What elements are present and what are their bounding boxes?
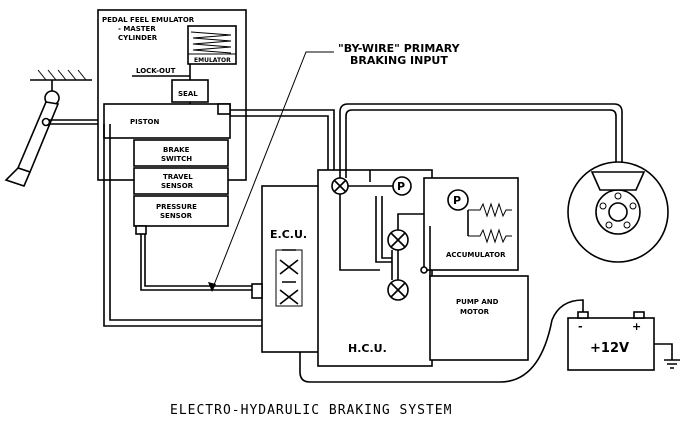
diagram-caption: ELECTRO-HYDARULIC BRAKING SYSTEM xyxy=(170,403,452,418)
accumulator-label: ACCUMULATOR xyxy=(446,251,506,259)
battery: - + +12V xyxy=(567,311,680,371)
piston xyxy=(103,103,231,139)
svg-text:-: - xyxy=(578,320,583,333)
svg-text:PRESSURE: PRESSURE xyxy=(156,203,197,211)
svg-text:SENSOR: SENSOR xyxy=(160,212,193,220)
svg-text:MOTOR: MOTOR xyxy=(460,308,490,316)
piston-label: PISTON xyxy=(130,118,160,126)
svg-text:P: P xyxy=(453,194,461,207)
brake-disc-icon xyxy=(567,161,669,263)
brake-pedal xyxy=(4,69,105,187)
brake-line xyxy=(339,103,623,178)
ecu-label: E.C.U. xyxy=(270,228,307,241)
lock-out-label: LOCK-OUT xyxy=(136,67,176,75)
svg-text:+: + xyxy=(632,320,641,333)
svg-text:SENSOR: SENSOR xyxy=(161,182,194,190)
accumulator-gauge xyxy=(447,189,469,211)
svg-text:SWITCH: SWITCH xyxy=(161,155,192,163)
seal-label: SEAL xyxy=(178,90,198,98)
brake-switch xyxy=(133,139,229,167)
svg-text:TRAVEL: TRAVEL xyxy=(163,173,193,181)
ground-icon xyxy=(664,359,680,369)
master-cylinder-line xyxy=(230,109,335,186)
pump-and-motor: PUMP AND MOTOR xyxy=(420,266,529,361)
power-line xyxy=(299,299,584,383)
pedal-feel-emulator: PEDAL FEEL EMULATOR - MASTER CYLINDER EM… xyxy=(97,9,247,235)
piston-port xyxy=(217,103,231,115)
svg-text:BRAKE: BRAKE xyxy=(163,146,190,154)
svg-text:P: P xyxy=(397,180,405,193)
sensor-wire-2 xyxy=(144,234,252,287)
by-wire-arrow xyxy=(211,51,334,291)
emulator-subtitle-1: - MASTER xyxy=(118,25,156,33)
brake-caliper xyxy=(590,171,646,191)
by-wire-label-1: "BY-WIRE" PRIMARY xyxy=(338,42,461,55)
brake-line-2 xyxy=(345,109,617,178)
by-wire-label-2: BRAKING INPUT xyxy=(350,54,448,67)
emulator-box-label: EMULATOR xyxy=(194,57,231,64)
pressure-sensor xyxy=(133,195,229,227)
battery-voltage: +12V xyxy=(590,341,629,356)
ecu: E.C.U. xyxy=(251,185,321,353)
seal xyxy=(171,79,209,103)
svg-text:PUMP AND: PUMP AND xyxy=(456,298,499,306)
emulator-title: PEDAL FEEL EMULATOR xyxy=(102,16,195,24)
travel-sensor xyxy=(133,167,229,195)
master-cylinder-line-2 xyxy=(230,115,329,186)
hcu-label: H.C.U. xyxy=(348,342,387,355)
hcu: H.C.U. P xyxy=(317,169,447,367)
emulator-subtitle-2: CYLINDER xyxy=(118,34,158,42)
accumulator: P ACCUMULATOR xyxy=(423,177,519,280)
sensor-wire xyxy=(140,234,252,291)
